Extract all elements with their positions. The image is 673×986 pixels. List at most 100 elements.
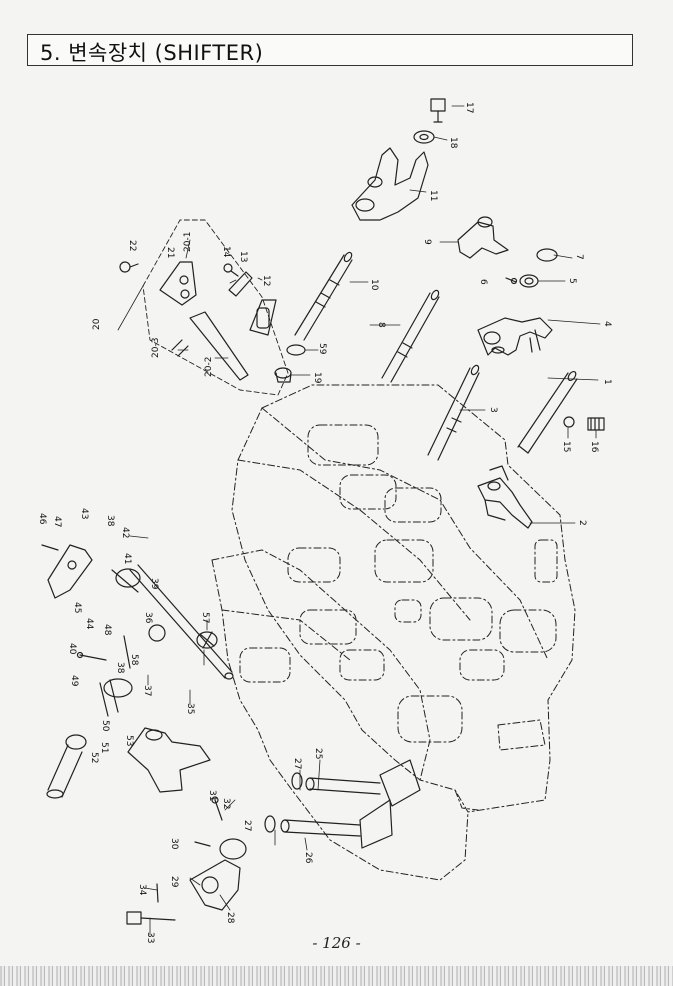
- label-35: 35: [185, 703, 195, 714]
- part-15-ball: [563, 416, 575, 428]
- part-29-arm: [189, 838, 247, 911]
- label-18: 18: [448, 137, 458, 149]
- label-51: 51: [99, 742, 109, 753]
- label-26: 26: [303, 852, 313, 864]
- part-48-pin: [123, 635, 131, 669]
- label-12: 12: [261, 275, 271, 286]
- label-13: 13: [238, 251, 248, 262]
- label-41: 41: [122, 553, 132, 564]
- part-3-rod: [427, 364, 480, 461]
- scan-edge-strip: [0, 966, 673, 986]
- label-57: 57: [200, 612, 210, 623]
- label-10: 10: [369, 279, 379, 291]
- label-50: 50: [100, 720, 110, 732]
- part-2-shift-fork: [477, 465, 533, 529]
- transmission-case: [211, 384, 576, 881]
- label-20-1: 20-1: [183, 232, 193, 252]
- label-30: 30: [169, 838, 179, 850]
- label-52: 52: [89, 752, 99, 763]
- section-title-box: 5. 변속장치 (SHIFTER): [27, 34, 633, 66]
- label-36: 36: [143, 612, 153, 624]
- leader-lines: [117, 105, 601, 936]
- part-31-bolt: [211, 796, 223, 821]
- label-39: 39: [149, 578, 159, 590]
- part-20-lever: [159, 261, 249, 381]
- label-19: 19: [312, 372, 322, 384]
- label-27-b: 27: [242, 820, 252, 831]
- part-10-shaft: [294, 251, 353, 341]
- part-26-shaft: [280, 799, 393, 849]
- label-34: 34: [137, 884, 147, 896]
- part-6-screw: [505, 277, 518, 285]
- label-25: 25: [313, 748, 323, 759]
- label-49: 49: [69, 675, 79, 687]
- label-16: 16: [589, 441, 599, 453]
- label-59: 59: [317, 343, 327, 355]
- label-3: 3: [488, 407, 498, 413]
- part-18-washer: [413, 130, 435, 144]
- label-2: 2: [577, 520, 587, 526]
- part-59-ring: [286, 344, 306, 356]
- part-25-shaft: [305, 759, 421, 807]
- label-7: 7: [574, 254, 584, 260]
- part-1-rod: [517, 370, 578, 454]
- part-33-bolt: [126, 911, 176, 925]
- part-43-bracket: [47, 544, 93, 599]
- label-20: 20: [92, 318, 102, 330]
- part-12-plate: [249, 299, 277, 336]
- part-11-fork: [351, 147, 429, 221]
- label-9: 9: [422, 239, 432, 245]
- label-53: 53: [124, 735, 134, 746]
- part-19-plug: [274, 367, 292, 383]
- label-17: 17: [464, 102, 474, 113]
- label-5: 5: [567, 278, 577, 284]
- label-27-a: 27: [292, 758, 302, 769]
- page-number: - 126 -: [312, 934, 361, 952]
- label-22: 22: [127, 240, 137, 251]
- part-labels: 1 2 3 4 5 6 7 8 9 10 11 12 13 14 15 16 1…: [37, 102, 612, 943]
- label-47: 47: [52, 516, 62, 527]
- part-4-shift-fork: [477, 317, 553, 356]
- part-49-lever: [99, 678, 133, 717]
- label-14: 14: [221, 246, 231, 258]
- label-29: 29: [169, 876, 179, 888]
- part-53-bracket: [127, 727, 211, 793]
- part-17-bolt: [430, 98, 446, 123]
- part-27-ring-a: [291, 772, 303, 790]
- part-39-knob: [111, 568, 141, 593]
- label-15: 15: [561, 441, 571, 452]
- label-4: 4: [602, 321, 612, 327]
- part-50-handle: [46, 734, 87, 799]
- label-11: 11: [428, 190, 438, 201]
- part-36-ball: [148, 624, 166, 642]
- part-16-spring: [587, 417, 605, 431]
- label-8: 8: [376, 322, 386, 328]
- label-46: 46: [37, 513, 47, 525]
- label-45: 45: [72, 602, 82, 613]
- group-box-20: [142, 219, 289, 396]
- part-27-ring-b: [264, 815, 276, 833]
- part-5-collar: [519, 274, 539, 288]
- label-28: 28: [225, 912, 235, 924]
- section-title: 5. 변속장치 (SHIFTER): [40, 41, 264, 65]
- label-58: 58: [129, 654, 139, 666]
- label-6: 6: [478, 279, 488, 285]
- label-1: 1: [602, 379, 612, 385]
- label-38-a: 38: [105, 515, 115, 527]
- part-9-fork-block: [457, 216, 509, 259]
- label-33: 33: [145, 932, 155, 943]
- label-20-2: 20-2: [204, 357, 214, 377]
- part-14-bolt: [223, 263, 239, 277]
- part-30-pin: [194, 841, 211, 847]
- label-42: 42: [120, 527, 130, 538]
- part-22-bolt: [119, 261, 139, 273]
- label-31: 31: [207, 790, 217, 801]
- part-13-spring: [228, 271, 253, 297]
- label-21: 21: [165, 247, 175, 258]
- part-34-pin: [156, 883, 159, 903]
- part-7-ring: [536, 248, 558, 262]
- label-32: 32: [221, 798, 231, 809]
- label-48: 48: [102, 624, 112, 636]
- label-37: 37: [142, 685, 152, 696]
